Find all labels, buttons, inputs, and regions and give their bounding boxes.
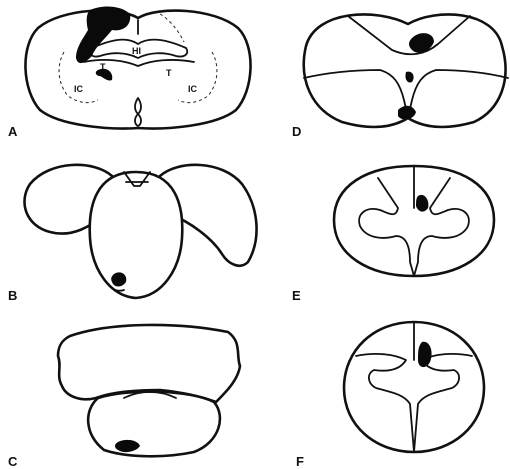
panel-a-label-ic-right: IC bbox=[188, 84, 198, 94]
panel-e-letter: E bbox=[292, 288, 301, 303]
panel-f-letter: F bbox=[296, 454, 304, 469]
panel-a-section: HI T T IC IC bbox=[25, 7, 250, 129]
panel-d-section bbox=[304, 14, 508, 127]
panel-f-section bbox=[344, 322, 484, 452]
panel-a-label-t-left: T bbox=[100, 62, 106, 72]
panel-b-section bbox=[24, 165, 256, 298]
panel-a-label-t-right: T bbox=[166, 68, 172, 78]
panel-a-letter: A bbox=[8, 124, 18, 139]
panel-c-section bbox=[58, 325, 240, 456]
panel-c-letter: C bbox=[8, 454, 18, 469]
panel-b-body bbox=[90, 172, 183, 298]
panel-a-label-hi: HI bbox=[132, 46, 141, 56]
panel-a-label-ic-left: IC bbox=[74, 84, 84, 94]
panel-e-section bbox=[334, 166, 494, 276]
panel-b-letter: B bbox=[8, 288, 17, 303]
panel-d-letter: D bbox=[292, 124, 301, 139]
panel-c-medulla bbox=[88, 392, 220, 457]
